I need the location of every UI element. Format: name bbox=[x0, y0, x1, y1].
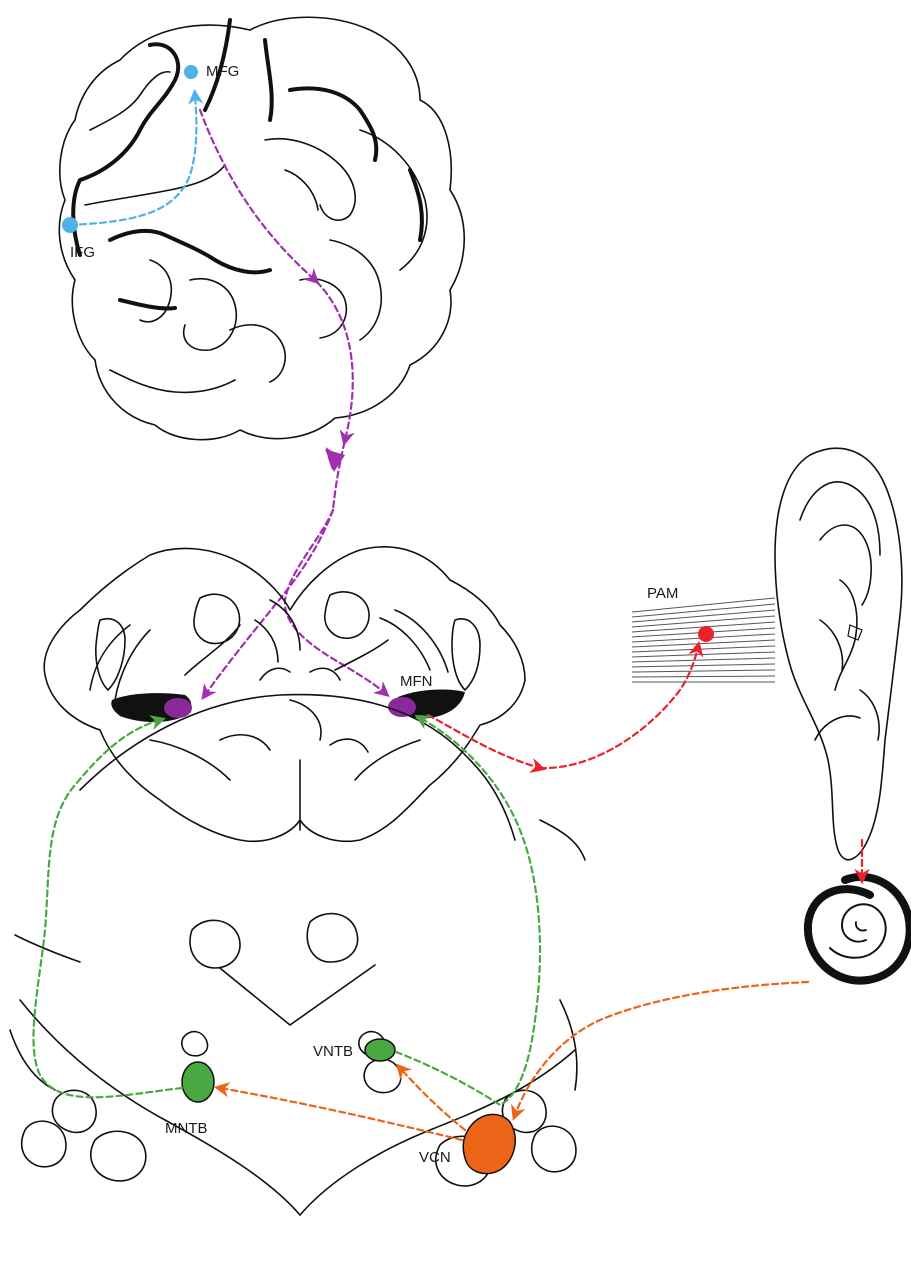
left-mfn-nucleus bbox=[164, 698, 192, 718]
descending-pathway-path bbox=[200, 110, 353, 510]
descending-pathway-right bbox=[285, 510, 385, 693]
pam-target-node bbox=[698, 626, 714, 642]
vntb-nucleus bbox=[365, 1039, 395, 1061]
vcn-to-vntb-path bbox=[400, 1068, 465, 1130]
mfg-label: MFG bbox=[206, 63, 239, 80]
vntb-label: VNTB bbox=[313, 1043, 353, 1060]
pam-label: PAM bbox=[647, 585, 678, 602]
mfn-label: MFN bbox=[400, 673, 433, 690]
cochlea-to-vcn-path bbox=[515, 982, 808, 1115]
mntb-nucleus bbox=[182, 1062, 214, 1102]
right-mfn-nucleus bbox=[388, 697, 416, 717]
vcn-nucleus bbox=[463, 1114, 515, 1173]
brain-hemisphere-icon bbox=[59, 17, 464, 439]
ifg-node bbox=[62, 217, 78, 233]
cochlea-spiral-icon bbox=[808, 877, 910, 981]
vntb-to-mfn-path bbox=[396, 718, 540, 1105]
mntb-label: MNTB bbox=[165, 1120, 208, 1137]
mfn-to-pam-path bbox=[428, 715, 540, 768]
ear-icon bbox=[775, 448, 902, 860]
mfn-to-pam-path-2 bbox=[540, 647, 698, 768]
mfg-node bbox=[184, 65, 198, 79]
cortical-connection-path bbox=[70, 95, 196, 225]
descending-pathway-left bbox=[205, 510, 333, 695]
ifg-label: IFG bbox=[70, 244, 95, 261]
vcn-label: VCN bbox=[419, 1149, 451, 1166]
